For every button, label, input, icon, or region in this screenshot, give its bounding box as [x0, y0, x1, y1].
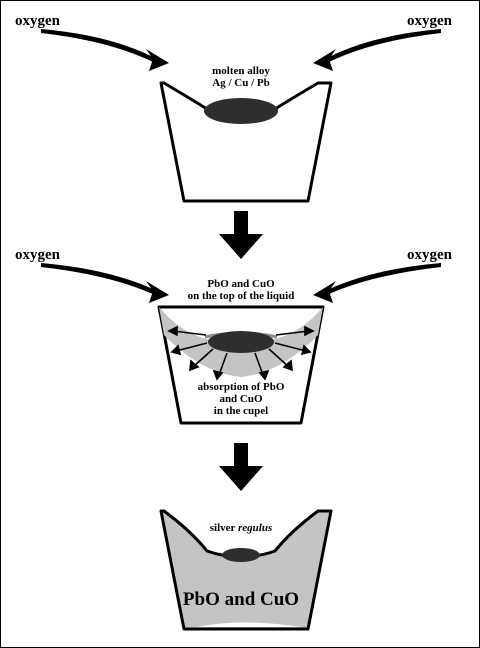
stage-1-group: [41, 29, 441, 203]
absorption-label-line3: in the cupel: [213, 405, 269, 418]
molten-alloy-pool: [204, 98, 278, 124]
absorption-arrowhead: [167, 325, 178, 337]
absorption-label: absorption of PbO and CuO in the cupel: [181, 381, 301, 417]
absorption-arrowhead: [170, 344, 182, 356]
oxide-fill-label: PbO and CuO: [182, 589, 300, 610]
oxygen-label-1-right: oxygen: [407, 13, 452, 29]
absorption-arrowhead: [282, 359, 293, 372]
silver-regulus-label-italic: regulus: [237, 522, 273, 534]
process-arrow-1: [219, 211, 263, 259]
molten-alloy-label-line2: Ag / Cu / Pb: [212, 77, 270, 90]
absorption-arrow: [175, 342, 208, 352]
oxygen-label-2-left: oxygen: [15, 247, 60, 263]
oxygen-label-2-right: oxygen: [407, 247, 452, 263]
absorption-arrow: [254, 352, 264, 376]
oxygen-arrow-right-1: [325, 29, 441, 63]
oxygen-arrow-left-2: [41, 263, 157, 295]
absorption-arrow: [274, 342, 307, 352]
molten-alloy-label-line1: molten alloy: [212, 65, 270, 77]
absorption-arrowhead: [304, 325, 315, 337]
absorption-arrow: [268, 348, 290, 368]
absorption-arrowhead: [300, 344, 312, 356]
molten-alloy-pool-2: [208, 331, 274, 353]
oxygen-label-1-left: oxygen: [15, 13, 60, 29]
absorption-arrowhead: [189, 359, 200, 372]
oxide-top-label: PbO and CuO on the top of the liquid: [171, 278, 311, 302]
oxygen-arrow-right-2: [325, 263, 441, 295]
absorption-arrow: [192, 348, 214, 368]
oxygen-arrowhead-left-1: [146, 49, 169, 71]
stage-2-group: [41, 263, 441, 425]
absorption-arrows: [167, 325, 315, 381]
process-arrow-2: [219, 443, 263, 491]
oxygen-arrow-left-1: [41, 29, 157, 63]
absorption-arrow: [218, 352, 228, 376]
absorption-arrow: [172, 330, 207, 336]
cupel-3-bottom-crack: [197, 622, 301, 627]
absorption-arrowhead: [212, 369, 224, 381]
oxygen-arrowhead-right-2: [313, 281, 336, 303]
silver-regulus: [222, 548, 260, 562]
molten-alloy-label: molten alloy Ag / Cu / Pb: [196, 65, 286, 89]
oxygen-arrowhead-left-2: [146, 281, 169, 303]
absorption-label-line2: and CuO: [219, 393, 263, 406]
silver-regulus-label-prefix: silver: [209, 522, 236, 534]
oxide-top-label-line1: PbO and CuO: [207, 278, 275, 290]
absorption-arrow: [275, 330, 310, 336]
absorption-label-line1: absorption of PbO: [197, 381, 285, 393]
stage-3-group: [159, 509, 333, 631]
silver-regulus-label: silver regulus: [191, 522, 291, 534]
absorption-arrowhead: [258, 369, 270, 381]
oxygen-arrowhead-right-1: [313, 49, 336, 71]
oxide-top-label-line2: on the top of the liquid: [187, 290, 295, 303]
